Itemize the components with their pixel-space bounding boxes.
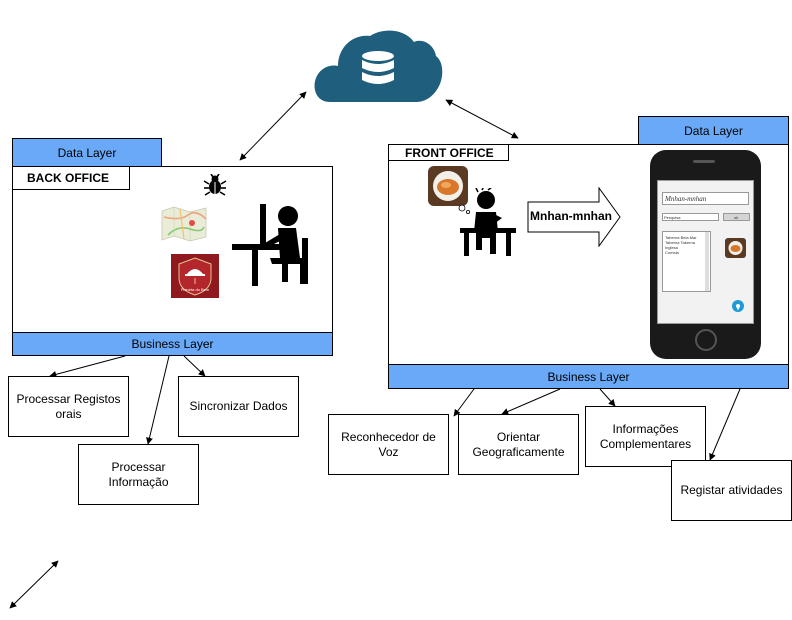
- back-office-data-layer: Data Layer: [12, 138, 162, 167]
- mnhan-arrow-label: Mnhan-mnhan: [530, 209, 612, 223]
- map-icon: [160, 205, 208, 243]
- bug-icon: [203, 173, 227, 196]
- back-office-title: BACK OFFICE: [12, 166, 130, 190]
- sincronizar-dados-box: Sincronizar Dados: [178, 376, 299, 437]
- phone-search-button: [723, 213, 750, 221]
- processar-informacao-box: Processar Informação: [78, 444, 199, 505]
- phone-app-title: Mnhan-mnhan: [665, 195, 707, 203]
- restaurant-badge-text: Planeta do Bem: [180, 287, 210, 292]
- phone-search-text: Pesquisa: [664, 215, 681, 220]
- phone-food-thumbnail-icon: [725, 238, 746, 258]
- cloud-backoffice-arrow: [239, 91, 307, 161]
- fo-arrow-registar: [709, 388, 741, 461]
- restaurant-badge-icon: Planeta do Bem: [171, 254, 219, 298]
- mnhan-arrow-icon: [527, 186, 621, 248]
- processar-registos-box: Processar Registos orais: [8, 376, 129, 437]
- phone-location-pin-icon: [732, 300, 744, 312]
- front-office-business-layer: Business Layer: [388, 364, 789, 389]
- registar-atividades-box: Registar atividades: [671, 460, 792, 521]
- phone-speaker-icon: [693, 160, 715, 163]
- phone-app-title-box: [662, 192, 749, 205]
- cloud-frontoffice-arrow: [445, 99, 519, 139]
- informacoes-complementares-box: Informações Complementares: [585, 406, 706, 467]
- food-thought-icon: [426, 164, 474, 215]
- phone-home-button-icon: [695, 329, 717, 351]
- phone-list-item: Taberna Taberna Inglesa: [665, 240, 695, 250]
- phone-button-text: ok: [734, 215, 739, 220]
- fo-arrow-informacoes: [599, 388, 616, 407]
- fo-arrow-voz: [453, 388, 475, 417]
- back-office-business-layer: Business Layer: [12, 332, 333, 356]
- bo-arrow-registos: [49, 355, 126, 378]
- phone-search-input: [662, 213, 719, 221]
- person-at-desk-icon: [230, 204, 312, 286]
- front-office-data-layer: Data Layer: [638, 116, 789, 145]
- front-office-title: FRONT OFFICE: [388, 144, 509, 161]
- bo-arrow-informacao: [146, 355, 170, 445]
- phone-list-scrollbar: [705, 232, 709, 291]
- thinking-person-icon: [456, 185, 518, 256]
- reconhecedor-voz-box: Reconhecedor de Voz: [328, 414, 449, 475]
- orientar-geograficamente-box: Orientar Geograficamente: [458, 414, 579, 475]
- bo-arrow-sincronizar: [183, 355, 206, 377]
- phone-list-item: Taberna Bela Mar: [665, 235, 697, 240]
- standalone-arrow: [9, 560, 59, 609]
- phone-list-item: Comida: [665, 250, 679, 255]
- cloud-database-icon: [312, 26, 444, 104]
- fo-arrow-orientar: [501, 388, 561, 415]
- phone-results-list: Taberna Bela Mar Taberna Taberna Inglesa…: [662, 231, 711, 292]
